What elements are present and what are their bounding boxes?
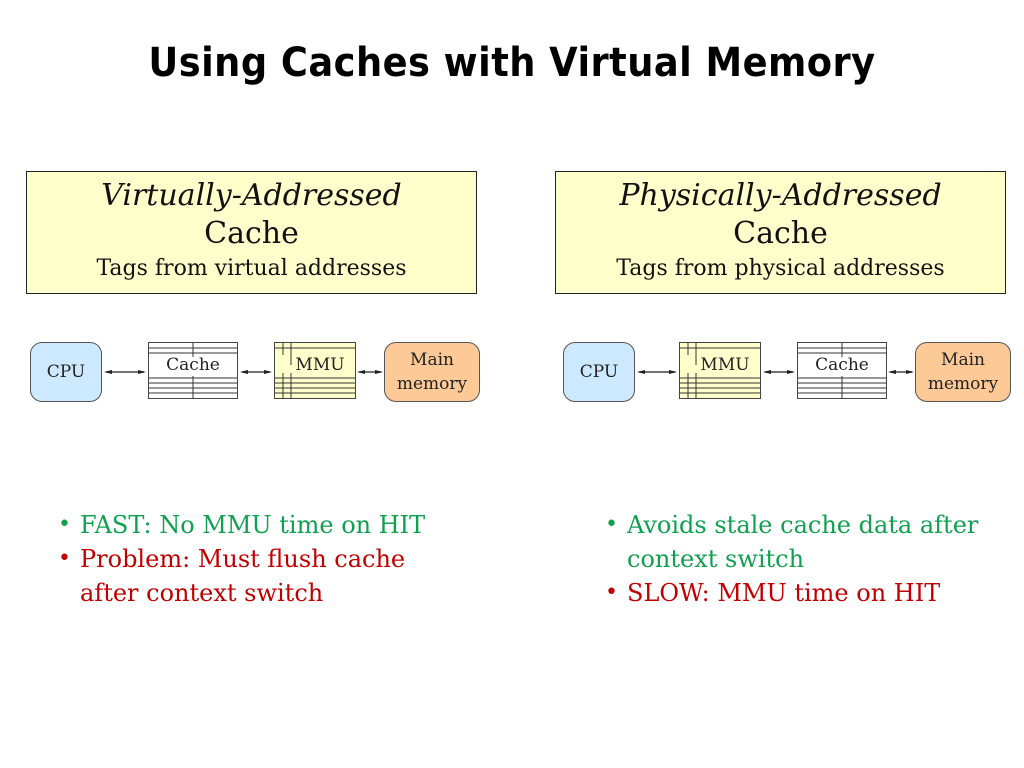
arrow-connector — [104, 370, 146, 374]
cache-node: Cache — [797, 342, 887, 399]
main-memory-label-line1: Main — [941, 350, 985, 370]
arrow-connector — [357, 370, 383, 374]
bullet-positive: FAST: No MMU time on HIT — [58, 508, 438, 542]
main-memory-label-line2: memory — [396, 374, 468, 394]
arrow-connector — [240, 370, 272, 374]
virtual-cache-bullets: FAST: No MMU time on HIT Problem: Must f… — [58, 508, 438, 610]
main-memory-node: Main memory — [384, 342, 480, 402]
cpu-node: CPU — [563, 342, 635, 402]
physical-cache-bullets: Avoids stale cache data after context sw… — [605, 508, 1005, 610]
physical-cache-diagram: CPU MMU — [558, 338, 1024, 408]
cache-label: Cache — [815, 354, 869, 375]
header-line-1: Physically-Addressed — [619, 178, 942, 213]
cache-grid-lines — [149, 343, 237, 398]
cpu-node: CPU — [30, 342, 102, 402]
physically-addressed-header: Physically-Addressed Cache Tags from phy… — [555, 171, 1006, 294]
header-line-3: Tags from virtual addresses — [96, 256, 407, 281]
header-line-2: Cache — [204, 216, 299, 251]
header-line-3: Tags from physical addresses — [616, 256, 945, 281]
mmu-node: MMU — [274, 342, 356, 399]
virtually-addressed-header: Virtually-Addressed Cache Tags from virt… — [26, 171, 477, 294]
arrow-connector — [637, 370, 677, 374]
main-memory-label-line2: memory — [927, 374, 999, 394]
cache-node: Cache — [148, 342, 238, 399]
mmu-label: MMU — [700, 354, 750, 375]
mmu-grid-lines — [275, 343, 355, 398]
header-line-1: Virtually-Addressed — [101, 178, 402, 213]
mmu-label: MMU — [295, 354, 345, 375]
bullet-negative: Problem: Must flush cache after context … — [58, 542, 438, 610]
cache-label: Cache — [166, 354, 220, 375]
cpu-label: CPU — [46, 362, 86, 382]
virtual-cache-diagram: CPU Cache — [26, 338, 496, 408]
header-line-2: Cache — [733, 216, 828, 251]
mmu-grid-lines — [680, 343, 760, 398]
bullet-positive: Avoids stale cache data after context sw… — [605, 508, 1005, 576]
main-memory-node: Main memory — [915, 342, 1011, 402]
arrow-connector — [763, 370, 795, 374]
arrow-connector — [888, 370, 914, 374]
cpu-label: CPU — [579, 362, 619, 382]
bullet-negative: SLOW: MMU time on HIT — [605, 576, 1005, 610]
cache-grid-lines — [798, 343, 886, 398]
mmu-node: MMU — [679, 342, 761, 399]
slide-title: Using Caches with Virtual Memory — [148, 40, 876, 86]
main-memory-label-line1: Main — [410, 350, 454, 370]
